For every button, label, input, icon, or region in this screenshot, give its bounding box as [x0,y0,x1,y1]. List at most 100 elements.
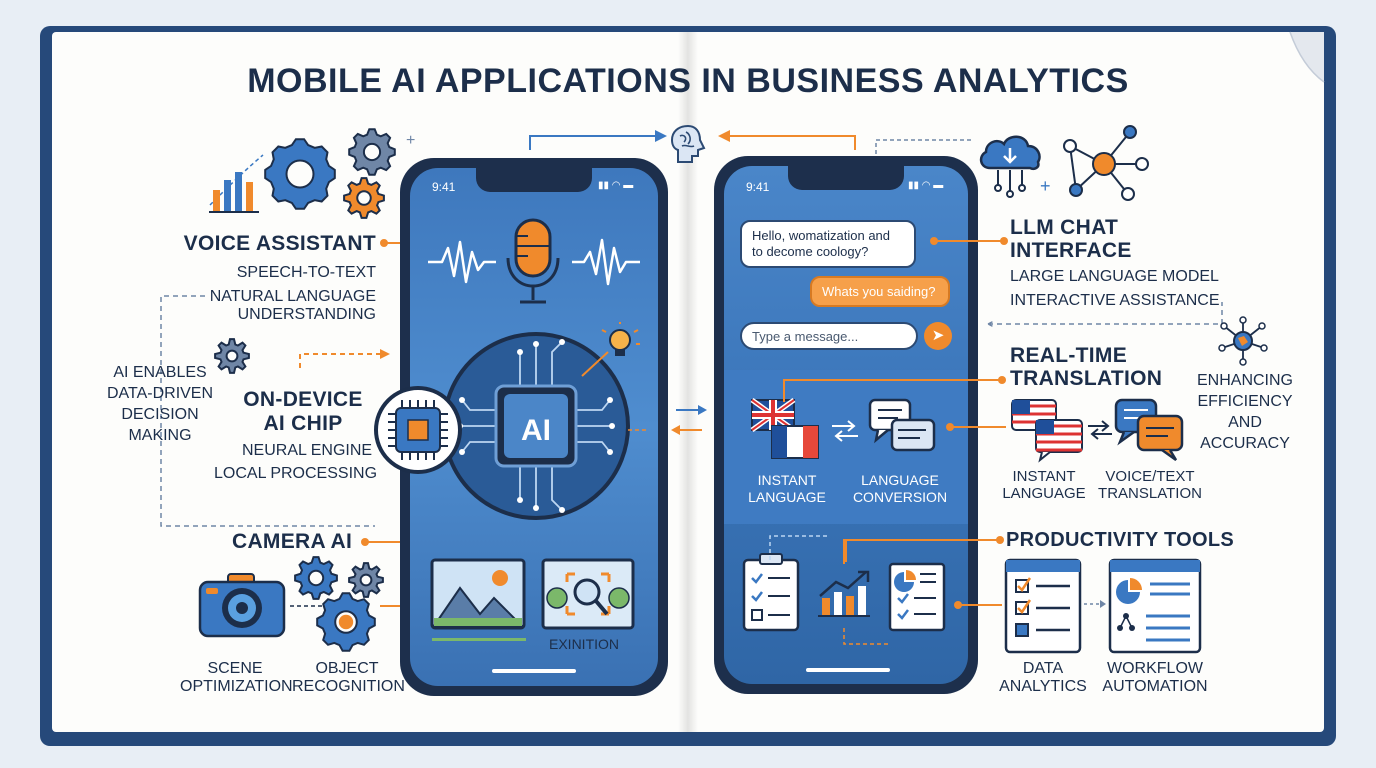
top-right-dashed-link [875,139,972,154]
object-recognition-image-icon [541,558,635,630]
chip-connector [299,349,390,368]
small-chip-icon [374,386,462,474]
scene-label-line-1: SCENE [207,660,263,677]
translation-heading-line-2: TRANSLATION [1010,367,1163,390]
scene-label-line-2: OPTIMIZATION [180,678,293,695]
chip-item-neural: NEURAL ENGINE [242,442,373,459]
scene-optimization-label: SCENE OPTIMIZATION [180,660,293,696]
voice-text-line-2: TRANSLATION [1098,485,1202,502]
right-phone-notch [788,166,904,190]
data-analytics-line-2: ANALYTICS [999,678,1087,695]
ai-chip-label: AI [521,414,551,447]
instant-label-line-1: INSTANT [1012,468,1076,485]
right-home-indicator [806,668,890,672]
screen-language-conversion-label: LANGUAGE CONVERSION [844,472,956,506]
voice-assistant-heading: VOICE ASSISTANT [183,232,376,255]
enhancing-line-1: ENHANCING [1196,372,1293,389]
productivity-flow-arrow [1084,600,1106,608]
workflow-line-2: AUTOMATION [1102,678,1208,695]
enables-line-3: DECISION [121,406,199,423]
cloud-download-icon [979,135,1041,198]
bar-chart-icon [209,154,264,213]
llm-heading: LLM CHAT INTERFACE [1010,216,1132,262]
llm-item-large: LARGE LANGUAGE MODEL [1010,268,1219,285]
book-gutter [678,32,698,732]
left-phone-time: 9:41 [432,180,456,194]
productivity-connector [843,536,1004,564]
voice-text-line-1: VOICE/TEXT [1105,468,1195,485]
us-flags-icon [1011,399,1083,463]
translation-heading-line-1: REAL-TIME [1010,344,1128,367]
chip-item-local: LOCAL PROCESSING [214,465,378,482]
left-phone-status-icons: ▮▮ ◠ ▬ [598,180,634,191]
enables-line-4: MAKING [128,427,192,444]
plus-mark-icon: + [1040,176,1051,196]
network-nodes-icon [1063,125,1149,201]
translation-connector [783,376,1006,402]
chat-in-line-1: Hello, womatization and [752,228,891,243]
clipboard-checklist-icon [742,553,800,632]
llm-heading-line-1: LLM CHAT [1010,216,1119,239]
ai-enables-text: AI ENABLES DATA-DRIVEN DECISION MAKING [95,362,225,446]
enhancing-line-3: AND [1228,414,1262,431]
chip-heading-line-1: ON-DEVICE [243,388,363,411]
voice-item-speech: SPEECH-TO-TEXT [236,264,376,281]
translation-heading: REAL-TIME TRANSLATION [1010,344,1162,390]
object-label-line-1: OBJECT [315,660,379,677]
screen-instant-line-2: LANGUAGE [748,489,826,505]
data-analytics-line-1: DATA [1022,660,1064,677]
workflow-line-1: WORKFLOW [1107,660,1203,677]
camera-dashed-link [290,605,322,607]
right-phone-time: 9:41 [746,180,770,194]
report-document-icon [888,562,946,632]
chat-in-line-2: to decome coology? [752,244,869,259]
network-globe-icon [1218,316,1268,366]
workflow-automation-label: WORKFLOW AUTOMATION [1096,660,1214,696]
llm-item-interactive: INTERACTIVE ASSISTANCE [1010,292,1220,309]
ai-chip-circle [442,332,630,520]
chat-bubble-incoming: Hello, womatization and to decome coolog… [740,220,916,268]
enhancing-bracket [987,302,1223,329]
enhancing-line-4: ACCURACY [1200,435,1290,452]
lightbulb-icon [581,322,640,377]
chip-heading: ON-DEVICE AI CHIP [228,388,378,436]
camera-icon [198,573,286,638]
llm-heading-line-2: INTERFACE [1010,239,1132,262]
page-curl-icon [1289,31,1325,83]
productivity-heading: PRODUCTIVITY TOOLS [1006,529,1235,551]
screen-instant-line-1: INSTANT [757,472,817,488]
camera-ai-heading: CAMERA AI [232,530,353,553]
workflow-automation-icon [1108,558,1202,654]
chip-heading-line-2: AI CHIP [263,412,343,435]
send-arrow-icon[interactable]: ➤ [924,322,952,350]
microphone-waveform-icon [428,218,640,304]
landscape-image-icon [430,558,526,630]
translation-side-connector [946,423,1006,431]
enables-line-2: DATA-DRIVEN [106,385,214,402]
right-phone-status-icons: ▮▮ ◠ ▬ [908,180,944,191]
object-recognition-label: OBJECT RECOGNITION [292,660,405,696]
enhancing-text: ENHANCING EFFICIENCY AND ACCURACY [1186,370,1304,454]
screen-conversion-line-2: CONVERSION [852,489,948,505]
landscape-caption-bar [432,638,526,641]
voice-text-translation-label: VOICE/TEXT TRANSLATION [1092,468,1208,502]
enhancing-line-2: EFFICIENCY [1197,393,1293,410]
instant-label-line-2: LANGUAGE [1002,485,1086,502]
growth-chart-icon [818,570,870,617]
chat-message-input[interactable]: Type a message... [740,322,918,350]
voice-item-understanding: UNDERSTANDING [237,306,376,323]
recognition-caption: EXINITION [549,636,620,652]
enables-bracket [160,295,375,527]
instant-language-label: INSTANT LANGUAGE [998,468,1090,502]
swap-arrows-icon [832,420,858,442]
left-phone-notch [476,168,592,192]
left-home-indicator [492,669,576,673]
top-connector-arrows [529,130,856,150]
brain-icon [670,124,706,163]
screen-conversion-line-1: LANGUAGE [861,472,939,488]
center-exchange-arrows [628,405,707,435]
enables-line-1: AI ENABLES [113,364,207,381]
productivity-side-connector [954,601,1002,609]
chat-bubble-outgoing: Whats you saiding? [810,276,950,307]
voice-text-bubbles-icon [1114,398,1184,462]
